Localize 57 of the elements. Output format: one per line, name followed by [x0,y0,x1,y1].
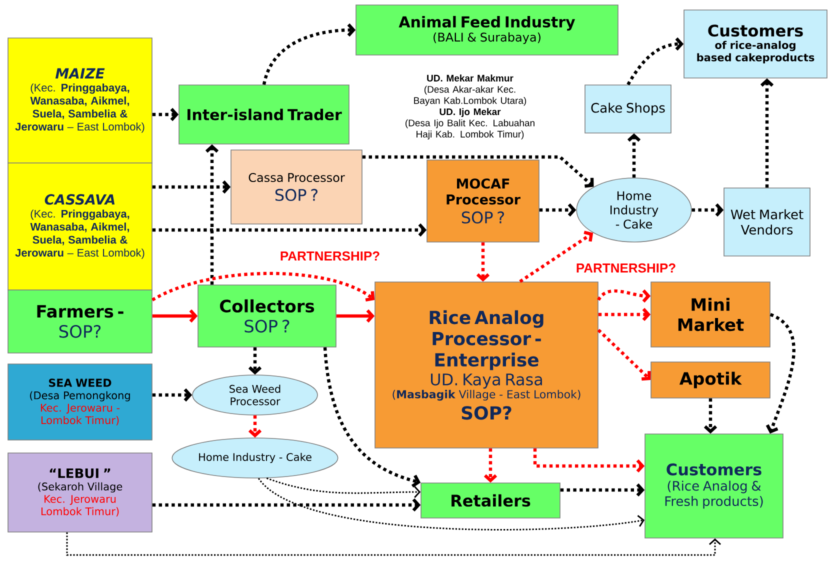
market-box: Mini Market [650,282,770,348]
arrow [598,308,651,322]
arrow [152,498,421,512]
arrow [152,272,375,302]
note-label: PARTNERSHIP? [280,251,380,261]
crop-box: SEA WEED (Desa Pemongkong Kec. Jerowaru - Lombok Timur) [8,364,152,440]
arrow [248,347,262,375]
arrow [152,108,179,122]
arrow [484,448,498,483]
arrow [766,313,796,434]
arrow [597,289,651,303]
node-label: UD. Mekar Makmur [427,74,514,82]
pharmacy-box: Apotik [650,362,770,398]
arrow [362,155,594,188]
arrow [323,347,421,488]
arrow [626,37,684,86]
arrow [519,230,594,283]
arrow [560,483,645,497]
arrow [476,242,490,282]
arrow [152,180,231,194]
trader-box: Inter-island Trader [178,84,350,144]
arrow [266,477,421,498]
company-note: UD. Mekar Makmur (Desa Akar-akar Kec. Bayan Kab.Lombok Utara) UD. Ijo Mekar (Desa Ijo Balit Kec. Labuahan Haji Kab. Lombok Timur) [406,74,534,140]
collector-box: Collectors SOP ? [198,284,336,348]
customer-box: Customers of rice-analog based cakeproducts [684,10,828,78]
arrow [205,144,219,285]
crop-box: CASSAVA (Kec. Pringgabaya, Wanasaba, Aikmel, Suela, Sambelia & Jerowaru – East Lombok) [8,162,152,290]
arrow [258,478,645,530]
arrow [262,23,356,85]
node-label: (Desa Akar-akar Kec. Bayan Kab.Lombok Utara) [414,86,526,106]
farmer-box: Farmers - SOP? [8,290,152,354]
arrow [152,223,427,237]
arrow [336,309,375,323]
arrow [627,133,641,178]
shop-box: Cake Shops [584,84,672,134]
arrow [597,328,651,381]
node-label: (Desa Ijo Balit Kec. Labuahan Haji Kab. Lombok Timur) [406,119,534,140]
node-label: UD. Ijo Mekar [440,108,501,118]
arrow [66,532,721,556]
note-label: PARTNERSHIP? [576,263,676,273]
arrow [760,78,774,188]
processor-box: Rice Analog Processor - Enterprise UD. Kaya Rasa (Masbagik Village - East Lombok) SOP? [374,282,598,448]
arrow [152,388,192,402]
industry-box: Animal Feed Industry (BALI & Surabaya) [356,4,618,56]
arrow [152,309,198,323]
arrow [248,415,262,438]
arrow [692,203,724,217]
arrow [533,448,645,473]
vendor-box: Wet Market Vendors [724,188,810,256]
retailer-box: Retailers [420,482,560,518]
processor-box: Cassa Processor SOP ? [230,150,362,224]
customer-box: Customers (Rice Analog & Fresh products) [644,434,784,538]
crop-box: MAIZE (Kec. Pringgabaya, Wanasaba, Aikmel, Suela, Sambelia & Jerowaru – East Lombok) [8,38,152,164]
processor-box: MOCAF Processor SOP ? [426,160,540,242]
arrow [539,203,576,217]
crop-box: “LEBUI ” (Sekaroh Village Kec. Jerowaru Lombok Timur) [8,452,152,532]
arrow [704,398,718,434]
